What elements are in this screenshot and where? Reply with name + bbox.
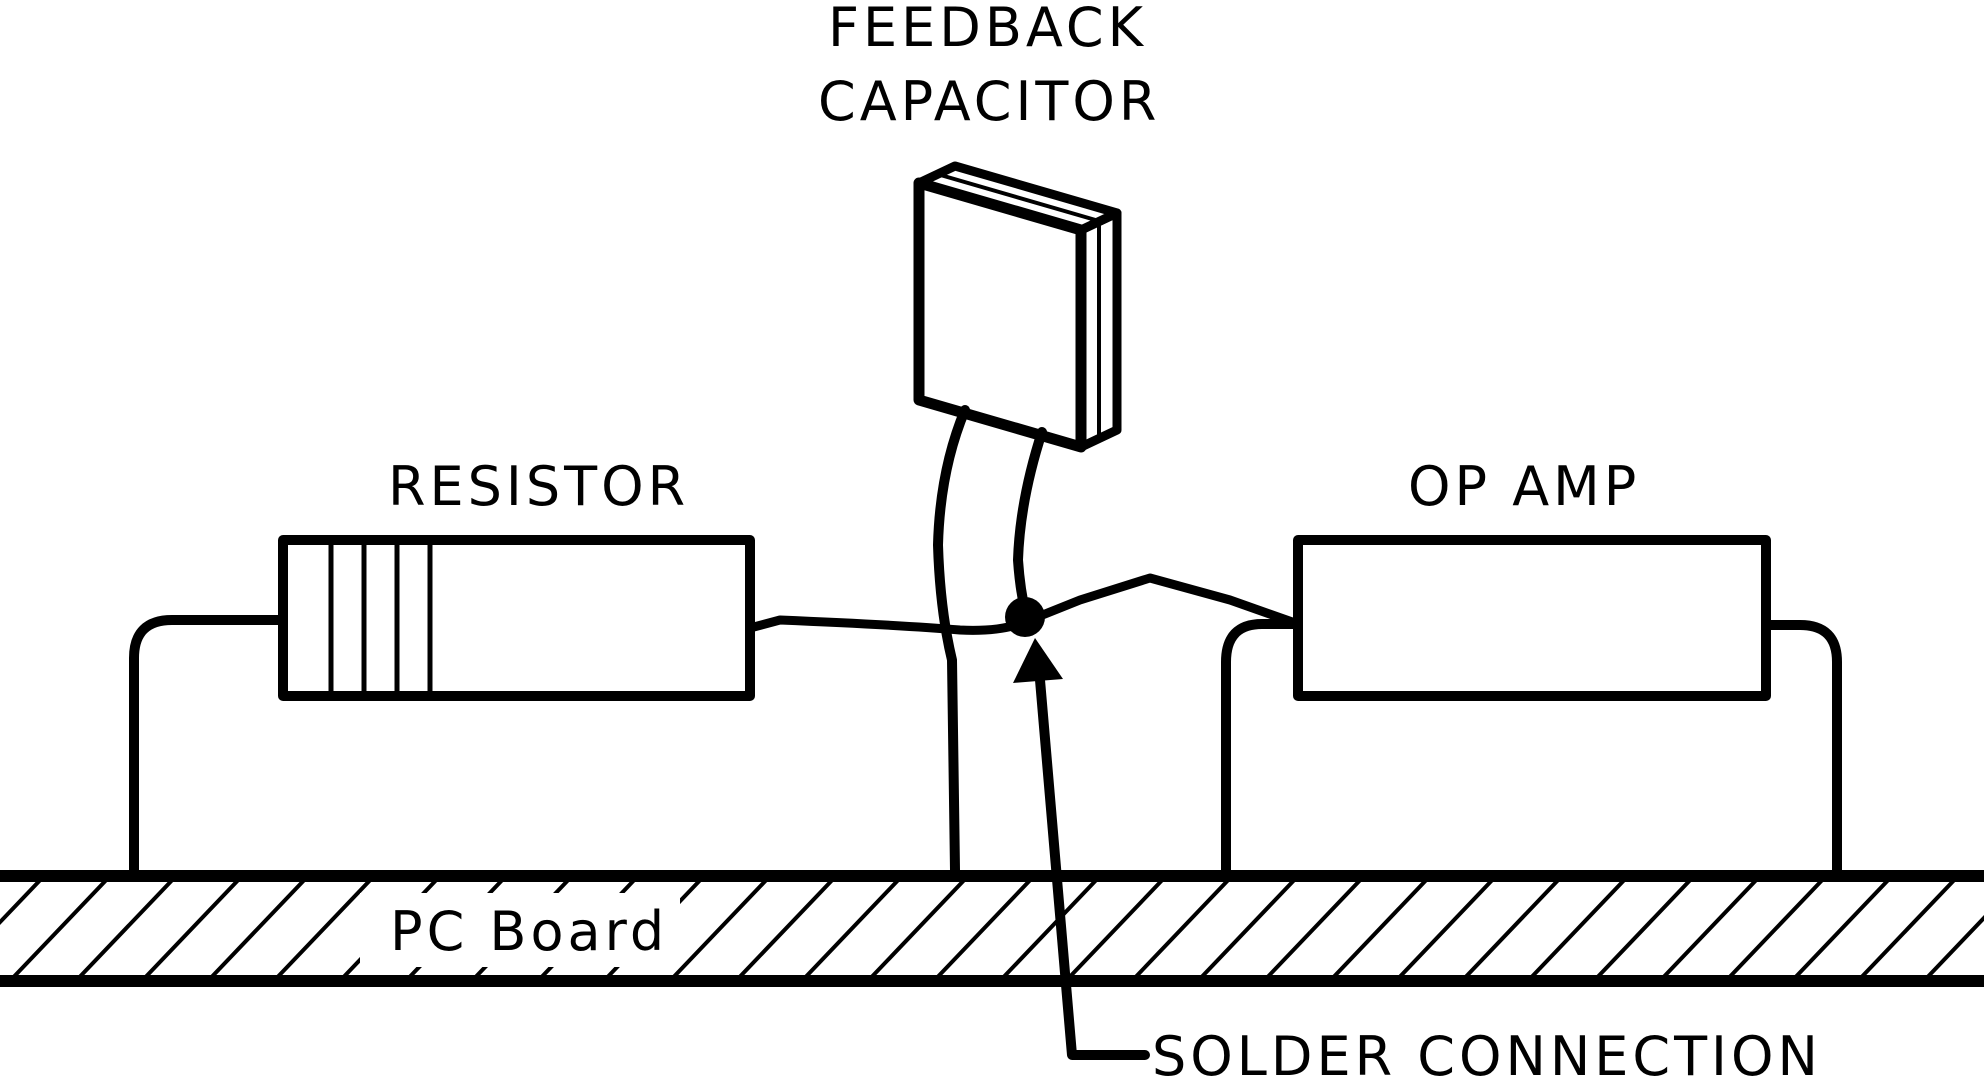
pc-board-hatch-line xyxy=(206,880,307,980)
pc-board-label: PC Board xyxy=(390,900,668,963)
solder-pointer-line xyxy=(1035,675,1150,1060)
pc-board-hatch-line xyxy=(1526,880,1627,980)
pc-board-hatch-line xyxy=(0,880,43,926)
pc-board-hatch-line xyxy=(800,880,901,980)
solder-joint xyxy=(1005,597,1045,637)
pc-board-hatch-line xyxy=(74,880,175,980)
pc-board-hatch-line xyxy=(1064,880,1165,980)
pc-board-hatch-line xyxy=(1856,880,1957,980)
solder-connection-label: SOLDER CONNECTION xyxy=(1152,1025,1822,1081)
pc-board-label-mask xyxy=(360,893,680,967)
pc-board-hatch-line xyxy=(1328,880,1429,980)
pc-board-hatch-line xyxy=(1262,880,1363,980)
pc-board-hatch-line xyxy=(1130,880,1231,980)
pc-board-hatching xyxy=(0,880,1984,980)
pc-board-hatch-line xyxy=(1394,880,1495,980)
pc-board-hatch-line xyxy=(272,880,373,980)
resistor-left-lead xyxy=(129,615,288,875)
op-amp-input-lead xyxy=(1020,573,1303,629)
op-amp: OP AMP xyxy=(1020,455,1842,875)
pc-board-hatch-line xyxy=(932,880,1033,980)
pc-board-hatch-line xyxy=(140,880,241,980)
pc-board-hatch-line xyxy=(668,880,769,980)
pc-board-hatch-line xyxy=(1196,880,1297,980)
feedback-capacitor-label-line1: FEEDBACK xyxy=(828,0,1147,59)
pc-board-hatch-line xyxy=(998,880,1099,980)
pc-board-hatch-line xyxy=(8,880,109,980)
pc-board-hatch-line xyxy=(1922,915,1984,980)
capacitor-front xyxy=(913,177,1087,453)
feedback-capacitor-label-line2: CAPACITOR xyxy=(818,70,1160,133)
op-amp-label: OP AMP xyxy=(1408,455,1640,518)
op-amp-right-lead xyxy=(1761,620,1842,875)
op-amp-left-lead xyxy=(1221,619,1303,875)
capacitor-plate-line xyxy=(936,172,1100,223)
solder-connection: SOLDER CONNECTION xyxy=(1005,597,1822,1081)
pc-board-hatch-line xyxy=(1724,880,1825,980)
resistor-label: RESISTOR xyxy=(388,455,689,518)
pc-board-hatch-line xyxy=(1658,880,1759,980)
pc-board-hatch-line xyxy=(866,880,967,980)
pc-board-hatch-line xyxy=(1790,880,1891,980)
op-amp-body xyxy=(1293,535,1771,701)
capacitor-right-lead xyxy=(1013,427,1047,620)
pc-board-hatch-line xyxy=(1460,880,1561,980)
pc-board-hatch-line xyxy=(1592,880,1693,980)
pc-board: PC Board xyxy=(0,870,1984,987)
resistor-body xyxy=(278,535,755,701)
feedback-capacitor: FEEDBACK CAPACITOR xyxy=(818,0,1160,875)
pc-board-hatch-line xyxy=(734,880,835,980)
capacitor-left-lead xyxy=(933,405,970,875)
resistor: RESISTOR xyxy=(129,455,1030,875)
solder-pointer-arrowhead xyxy=(1013,638,1063,683)
resistor-right-lead xyxy=(745,615,1030,635)
